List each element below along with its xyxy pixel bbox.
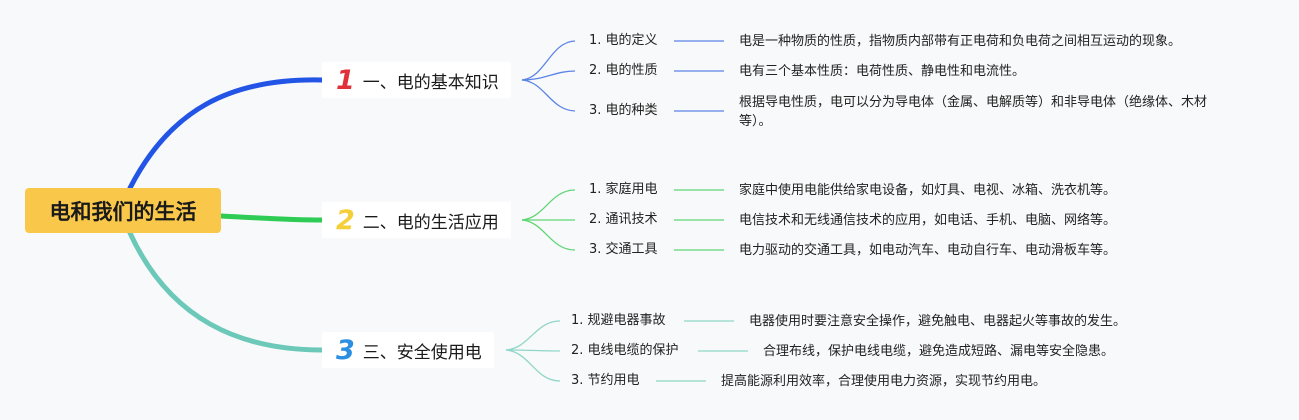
connector-branch-1 [127,77,325,191]
connector-branch-2 [218,213,325,223]
topic-3-2[interactable]: 2. 电线电缆的保护 [571,343,679,358]
topic-2-2[interactable]: 2. 通讯技术 [589,212,658,227]
desc-2-1: 家庭中使用电能供给家电设备，如灯具、电视、冰箱、洗衣机等。 [739,183,1117,198]
desc-1-1: 电是一种物质的性质，指物质内部带有正电荷和负电荷之间相互运动的现象。 [739,34,1182,49]
topic-3-1[interactable]: 1. 规避电器事故 [571,313,666,328]
branch-label-1: 一、电的基本知识 [362,72,499,93]
connector-1-1 [521,40,576,81]
branch-number-2: 2 [336,204,355,236]
topic-2-3[interactable]: 3. 交通工具 [589,242,658,257]
connector-2-1 [521,189,576,221]
root-node[interactable]: 电和我们的生活 [25,188,221,233]
branch-node-2[interactable]: 2 二、电的生活应用 [322,202,511,238]
connector-3-2 [505,349,561,352]
connector-1-3 [521,79,576,112]
topic-2-1[interactable]: 1. 家庭用电 [589,182,658,197]
desc-3-2: 合理布线，保护电线电缆，避免造成短路、漏电等安全隐患。 [763,344,1115,359]
connector-3-3 [505,349,561,382]
topic-1-3[interactable]: 3. 电的种类 [589,103,658,118]
branch-number-3: 3 [336,334,355,366]
desc-2-2: 电信技术和无线通信技术的应用，如电话、手机、电脑、网络等。 [739,213,1117,228]
topic-1-2[interactable]: 2. 电的性质 [589,63,658,78]
branch-node-1[interactable]: 1 一、电的基本知识 [322,62,511,98]
desc-3-3: 提高能源利用效率，合理使用电力资源，实现节约用电。 [721,374,1047,389]
topic-1-1[interactable]: 1. 电的定义 [589,33,658,48]
connector-branch-3 [127,230,325,353]
branch-node-3[interactable]: 3 三、安全使用电 [322,332,494,368]
branch-label-3: 三、安全使用电 [362,342,482,363]
desc-2-3: 电力驱动的交通工具，如电动汽车、电动自行车、电动滑板车等。 [739,243,1117,258]
desc-1-2: 电有三个基本性质：电荷性质、静电性和电流性。 [739,64,1026,79]
topic-3-3[interactable]: 3. 节约用电 [571,373,640,388]
connector-3-1 [505,320,561,351]
desc-1-3: 根据导电性质，电可以分为导电体（金属、电解质等）和非导电体（绝缘体、木材等）。 [739,95,1208,129]
desc-3-1: 电器使用时要注意安全操作，避免触电、电器起火等事故的发生。 [749,314,1127,329]
connector-1-2 [521,70,576,81]
branch-number-1: 1 [336,64,355,96]
connector-2-3 [521,219,576,251]
root-label: 电和我们的生活 [49,199,197,224]
branch-label-2: 二、电的生活应用 [362,212,499,233]
